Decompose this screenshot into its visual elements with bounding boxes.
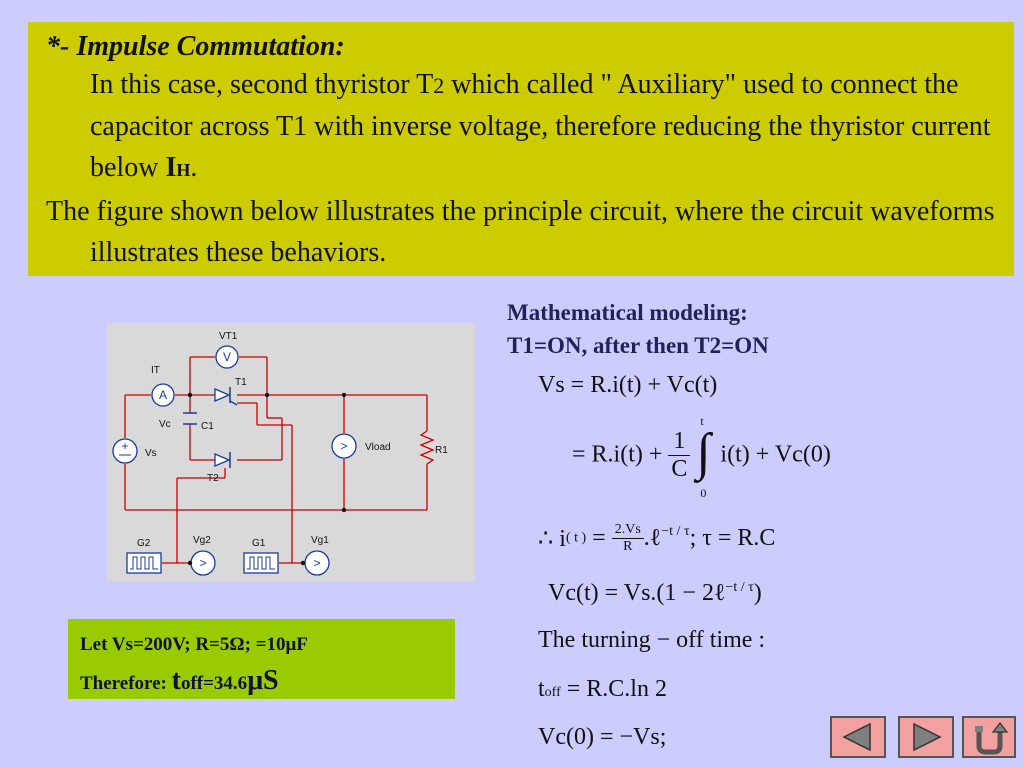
equation-5: The turning − off time : [538,627,766,653]
label-g1: G1 [252,538,266,549]
math-heading-2: T1=ON, after then T2=ON [507,333,769,358]
label-g2: G2 [137,538,151,549]
right-triangle-icon [913,722,942,752]
circuit-diagram: V VT1 A IT T1 C1 Vc T2 + Vs > Vload R1 G… [107,323,475,581]
para1-sub: 2 [433,73,445,98]
label-c1: C1 [201,421,214,432]
label-t1: T1 [235,377,247,388]
svg-text:+: + [121,439,128,453]
equation-1: Vs = R.i(t) + Vc(t) [538,372,718,398]
para1-text-a: In this case, second thyristor T [90,69,434,100]
para1-text-b: which called " Auxiliary" used to connec… [90,69,991,183]
label-vs: Vs [145,448,157,459]
label-vload: Vload [365,442,391,453]
figure-paragraph: The figure shown below illustrates the p… [46,196,995,268]
svg-text:>: > [313,556,320,570]
label-vg2: Vg2 [193,535,211,546]
params-line2: Therefore: toff=34.6μS [80,665,279,696]
parameters-box: Let Vs=200V; R=5Ω; =10μF Therefore: toff… [68,619,455,699]
intro-box: *- Impulse Commutation: In this case, se… [28,22,1014,276]
left-triangle-icon [842,722,871,752]
svg-text:>: > [340,439,347,453]
params-line1: Let Vs=200V; R=5Ω; =10μF [80,634,308,655]
label-t2: T2 [207,473,219,484]
label-vg1: Vg1 [311,535,329,546]
return-arrow-icon [975,722,1009,755]
svg-text:A: A [159,388,167,402]
equation-4: Vc(t) = Vs.(1 − 2ℓ−t / τ) [548,580,762,606]
intro-paragraph: In this case, second thyristor T2 which … [90,69,991,183]
previous-slide-button[interactable] [830,716,886,758]
math-heading: Mathematical modeling: T1=ON, after then… [507,296,769,362]
next-slide-button[interactable] [898,716,954,758]
math-heading-1: Mathematical modeling: [507,300,748,325]
equation-7: Vc(0) = −Vs; [538,724,667,750]
slide-title: *- Impulse Commutation: [46,31,345,62]
svg-text:V: V [223,350,231,364]
svg-text:>: > [199,556,206,570]
label-vt1: VT1 [219,331,238,342]
holding-current-symbol: IH [165,152,191,183]
label-it: IT [151,365,160,376]
equation-6: toff = R.C.ln 2 [538,676,667,702]
label-vc: Vc [159,419,171,430]
label-r1: R1 [435,445,448,456]
return-button[interactable] [962,716,1016,758]
